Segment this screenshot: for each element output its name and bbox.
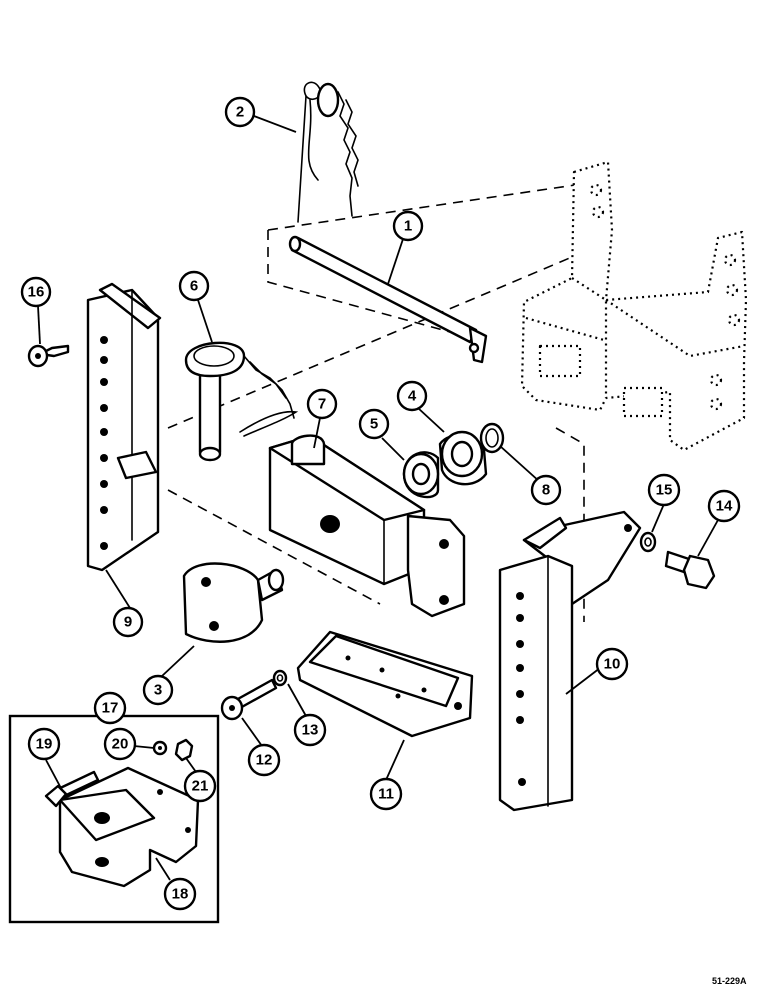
part-5-bushing [402,451,440,499]
callout-7: 7 [306,388,338,420]
callout-6: 6 [178,270,210,302]
svg-text:17: 17 [102,700,119,717]
part-14-hex-bolt [664,550,716,590]
part-10-right-bracket [498,510,642,812]
part-21-nut [174,738,194,762]
callout-10: 10 [595,647,629,681]
part-8-snap-ring [479,422,505,454]
svg-text:10: 10 [604,656,621,673]
callout-8: 8 [530,474,562,506]
svg-text:21: 21 [192,778,209,795]
part-1-long-pin [288,235,488,364]
svg-text:16: 16 [28,284,45,301]
part-9-left-bracket [86,282,162,572]
svg-text:2: 2 [236,104,244,121]
callout-17: 17 [93,691,127,725]
assembly-dashed-lines [167,183,599,622]
callout-19: 19 [27,727,61,761]
tractor-frame-outline [520,160,748,452]
callout-3: 3 [142,674,174,706]
callout-11: 11 [369,777,403,811]
part-18-hitch-bracket [58,766,200,888]
part-13-washer [272,669,288,687]
callout-20: 20 [103,727,137,761]
callout-14: 14 [707,489,741,523]
callout-21: 21 [183,769,217,803]
svg-text:20: 20 [112,736,129,753]
part-2-lynch-pin-chain [297,81,359,223]
callout-2: 2 [224,96,256,128]
svg-text:13: 13 [302,722,319,739]
callout-9: 9 [112,606,144,638]
svg-text:12: 12 [256,752,273,769]
callout-13: 13 [293,713,327,747]
part-4-bearing [438,430,488,486]
svg-text:7: 7 [318,396,326,413]
part-3-swivel-eye [182,562,285,643]
svg-text:15: 15 [656,482,673,499]
callout-5: 5 [358,408,390,440]
callout-18: 18 [163,877,197,911]
part-11-drawbar-plate [296,630,474,738]
svg-text:8: 8 [542,482,550,499]
svg-text:18: 18 [172,886,189,903]
leader-lines [37,115,719,881]
svg-text:5: 5 [370,416,378,433]
part-6-clevis-pin [184,341,299,462]
part-16-cap-screw [27,344,70,368]
svg-text:14: 14 [716,498,733,515]
callout-15: 15 [647,473,681,507]
part-20-washer [152,740,168,756]
callout-4: 4 [396,380,428,412]
part-12-cap-screw [220,678,278,721]
part-15-washer [639,531,657,553]
svg-text:9: 9 [124,614,132,631]
part-7-drawbar-support [268,434,466,618]
callout-16: 16 [20,276,52,308]
svg-text:6: 6 [190,278,198,295]
svg-text:11: 11 [378,786,394,803]
svg-text:1: 1 [404,218,412,235]
callout-1: 1 [392,210,424,242]
svg-text:4: 4 [408,388,417,405]
callout-12: 12 [247,743,281,777]
svg-text:3: 3 [154,682,162,699]
part-19-bolt [44,770,100,808]
svg-text:19: 19 [36,736,53,753]
reference-code: 51-229A [712,976,747,986]
